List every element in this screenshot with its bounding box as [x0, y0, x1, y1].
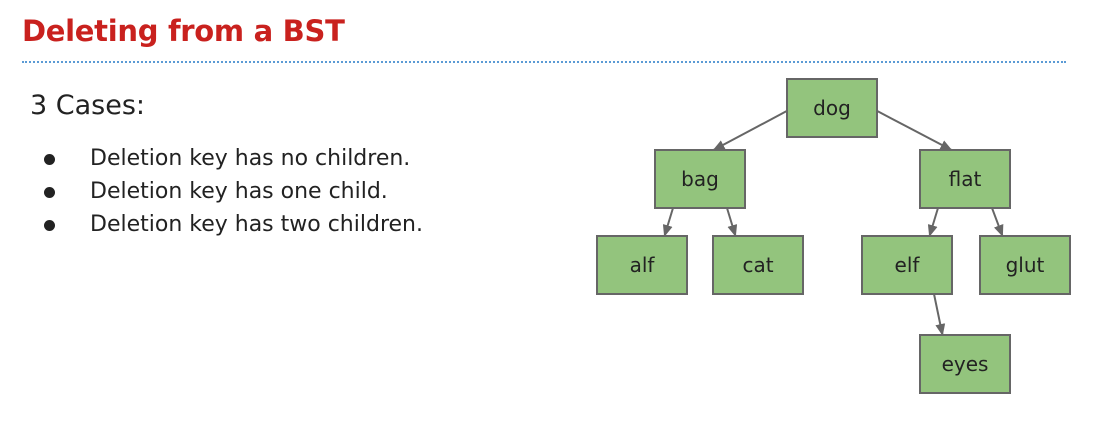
- cases-heading: 3 Cases:: [30, 90, 146, 121]
- node-elf: elf: [861, 235, 953, 295]
- case-item: Deletion key has one child.: [40, 175, 423, 208]
- edge-flat-to-elf: [927, 207, 939, 237]
- case-text: Deletion key has one child.: [90, 179, 388, 204]
- case-item: Deletion key has two children.: [40, 208, 423, 241]
- edge-flat-to-glut: [991, 207, 1004, 237]
- bullet-icon: [44, 154, 55, 165]
- node-bag: bag: [654, 149, 746, 209]
- node-box-dog: [786, 78, 878, 138]
- slide-title: Deleting from a BST: [22, 14, 345, 48]
- node-alf: alf: [596, 235, 688, 295]
- case-text: Deletion key has no children.: [90, 146, 411, 171]
- node-label-dog: dog: [813, 96, 851, 120]
- node-box-alf: [596, 235, 688, 295]
- edge-elf-to-eyes: [933, 293, 946, 336]
- edge-dog-to-bag: [712, 110, 788, 151]
- node-label-flat: flat: [949, 167, 982, 191]
- node-box-bag: [654, 149, 746, 209]
- node-label-eyes: eyes: [942, 352, 989, 376]
- node-label-glut: glut: [1006, 253, 1045, 277]
- node-label-bag: bag: [681, 167, 719, 191]
- node-box-cat: [712, 235, 804, 295]
- tree-edges: [662, 110, 1004, 336]
- node-label-elf: elf: [895, 253, 921, 277]
- tree-nodes: dog bag flat alf cat elf glut eyes: [596, 78, 1071, 394]
- node-eyes: eyes: [919, 334, 1011, 394]
- bullet-icon: [44, 220, 55, 231]
- edge-bag-to-cat: [726, 207, 738, 237]
- node-box-elf: [861, 235, 953, 295]
- node-box-flat: [919, 149, 1011, 209]
- cases-list: Deletion key has no children. Deletion k…: [40, 142, 423, 241]
- node-dog: dog: [786, 78, 878, 138]
- edge-bag-to-alf: [662, 207, 674, 237]
- node-box-glut: [979, 235, 1071, 295]
- case-text: Deletion key has two children.: [90, 212, 423, 237]
- node-cat: cat: [712, 235, 804, 295]
- node-box-eyes: [919, 334, 1011, 394]
- bullet-icon: [44, 187, 55, 198]
- node-flat: flat: [919, 149, 1011, 209]
- node-label-cat: cat: [742, 253, 773, 277]
- case-item: Deletion key has no children.: [40, 142, 423, 175]
- edge-dog-to-flat: [876, 110, 953, 151]
- title-divider: [22, 61, 1066, 63]
- node-label-alf: alf: [630, 253, 656, 277]
- node-glut: glut: [979, 235, 1071, 295]
